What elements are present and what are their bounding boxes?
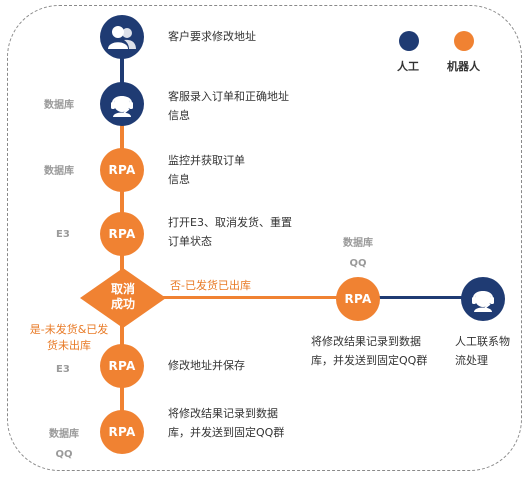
branch-headset-agent-icon (461, 277, 505, 321)
rpa-node: RPA (100, 410, 144, 454)
branch-rpa-side-label: 数据库 QQ (343, 238, 373, 269)
step-4-text: 打开E3、取消发货、重置订单状态 (168, 216, 292, 248)
legend-robot-dot (454, 31, 474, 51)
step-2-side-label: 数据库 (44, 100, 74, 111)
step-3-side-label: 数据库 (44, 166, 74, 177)
step-3-text: 监控并获取订单信息 (168, 154, 245, 186)
step-5-side-label: E3 (56, 364, 70, 375)
yes-branch-label: 是-未发货&已发货未出库 (29, 323, 109, 352)
step-6-side-label: 数据库 QQ (49, 429, 79, 460)
rpa-node: RPA (100, 344, 144, 388)
diamond-shape (80, 268, 166, 328)
step-2-text: 客服录入订单和正确地址信息 (168, 90, 289, 122)
legend-robot-label: 机器人 (447, 60, 480, 73)
step-4-side-label: E3 (56, 229, 70, 240)
users-icon (100, 15, 144, 59)
rpa-node: RPA (100, 148, 144, 192)
branch-line-orange (150, 296, 360, 299)
users-glyph (108, 26, 136, 49)
headset-agent-icon (100, 82, 144, 126)
step-1-text: 客户要求修改地址 (168, 30, 256, 43)
branch-rpa-text: 将修改结果记录到数据库，并发送到固定QQ群 (311, 335, 428, 367)
headset-glyph (111, 96, 133, 117)
branch-line-navy (360, 296, 475, 299)
headset-glyph (472, 291, 494, 312)
diagram-frame (7, 5, 522, 471)
step-5-text: 修改地址并保存 (168, 359, 245, 372)
step-6-text: 将修改结果记录到数据库，并发送到固定QQ群 (168, 407, 285, 439)
decision-diamond: 取消成功 (80, 268, 166, 328)
branch-human-text: 人工联系物流处理 (455, 335, 510, 367)
legend-human-label: 人工 (397, 60, 419, 73)
legend-human-dot (399, 31, 419, 51)
branch-rpa-node: RPA (336, 277, 380, 321)
rpa-node: RPA (100, 212, 144, 256)
no-branch-label: 否-已发货已出库 (170, 279, 251, 292)
connector-line (120, 50, 124, 100)
decision-label: 取消成功 (110, 282, 135, 311)
